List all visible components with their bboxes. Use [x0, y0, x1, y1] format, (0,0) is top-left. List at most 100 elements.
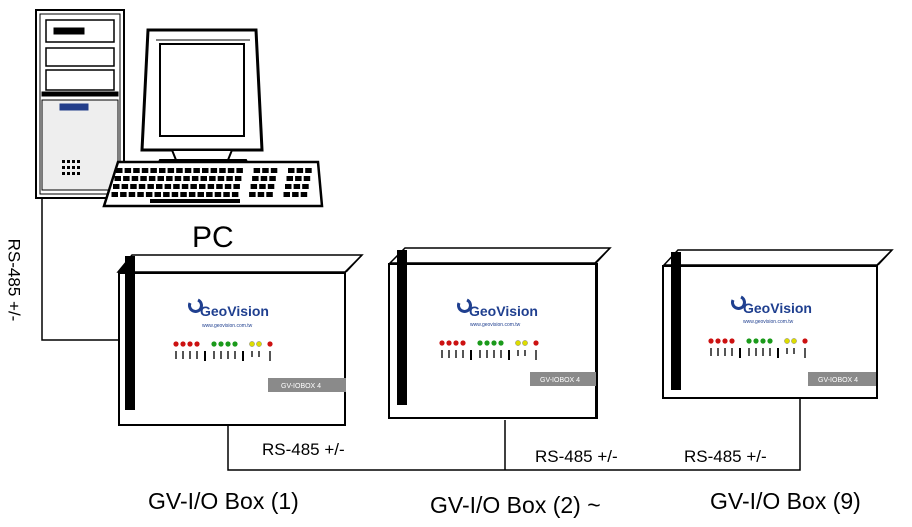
keyboard-key [188, 192, 196, 197]
keyboard-key [111, 192, 118, 197]
keyboard-key [266, 192, 273, 197]
keyboard-key [252, 176, 259, 181]
led-row [173, 341, 273, 361]
keyboard-key [260, 176, 268, 181]
keyboard-key [181, 184, 189, 189]
keyboard-key [116, 168, 123, 173]
keyboard-key [191, 176, 199, 181]
keyboard-key [197, 192, 204, 197]
rs485-wiring [41, 198, 801, 471]
keyboard-key [123, 176, 130, 181]
keyboard-key [180, 192, 187, 197]
keyboard-key [303, 176, 311, 181]
keyboard-key [140, 176, 147, 181]
keyboard-key [137, 192, 144, 197]
keyboard-key [270, 168, 278, 173]
rs485-label-link-1: RS-485 +/- [262, 440, 345, 459]
keyboard-key [285, 184, 292, 189]
keyboard-key [156, 184, 163, 189]
model-label: GV-IOBOX 4 [540, 377, 580, 384]
keyboard-key [121, 184, 129, 189]
keyboard-key [167, 168, 175, 173]
keyboard-key [302, 184, 309, 189]
keyboard-key [250, 184, 258, 189]
keyboard-key [262, 168, 269, 173]
keyboard-key [184, 168, 192, 173]
keyboard-key [224, 184, 232, 189]
keyboard-key [288, 168, 295, 173]
io-box-2-caption: GV-I/O Box (2) ~ [430, 492, 601, 518]
keyboard-key [223, 192, 230, 197]
rs485-label-link-2: RS-485 +/- [535, 447, 618, 466]
keyboard-key [133, 168, 140, 173]
keyboard-key [200, 176, 207, 181]
geovision-logo: GeoVision [731, 295, 812, 316]
geovision-logo: GeoVision [457, 298, 538, 319]
monitor [140, 28, 264, 169]
keyboard-key [193, 168, 200, 173]
io-box-9: GeoVision www.geovision.com.tw GV-IOBOX … [662, 249, 894, 399]
keyboard-key [157, 176, 164, 181]
brand-url: www.geovision.com.tw [470, 322, 521, 328]
keyboard-key [269, 176, 276, 181]
brand-name: GeoVision [743, 300, 812, 316]
keyboard-key [300, 192, 308, 197]
geovision-logo: GeoVision [188, 298, 269, 319]
keyboard-key [267, 184, 275, 189]
led-row [439, 340, 539, 360]
keyboard-key [147, 184, 154, 189]
keyboard-key [231, 192, 239, 197]
keyboard-key [216, 184, 223, 189]
brand-url: www.geovision.com.tw [743, 319, 794, 325]
keyboard-key [166, 176, 173, 181]
keyboard-key [283, 192, 290, 197]
rs485-label-link-3: RS-485 +/- [684, 447, 767, 466]
keyboard-key [226, 176, 233, 181]
keyboard-key [164, 184, 172, 189]
io-box-2: GeoVision www.geovision.com.tw GV-IOBOX … [388, 247, 612, 419]
keyboard-key [214, 192, 222, 197]
keyboard-key [202, 168, 209, 173]
keyboard-key [173, 184, 180, 189]
keyboard-key [163, 192, 170, 197]
keyboard-key [209, 176, 216, 181]
brand-name: GeoVision [200, 303, 269, 319]
keyboard-key [236, 168, 243, 173]
brand-url: www.geovision.com.tw [202, 323, 253, 329]
keyboard-key [227, 168, 235, 173]
keyboard-key [176, 168, 183, 173]
keyboard-key [293, 184, 301, 189]
keyboard-key [128, 192, 136, 197]
model-label: GV-IOBOX 4 [281, 383, 321, 390]
model-label: GV-IOBOX 4 [818, 377, 858, 384]
keyboard-key [145, 192, 153, 197]
keyboard-key [295, 176, 302, 181]
keyboard-key [120, 192, 127, 197]
keyboard-key [171, 192, 179, 197]
keyboard-key [292, 192, 299, 197]
rs485-label-pc: RS-485 +/- [4, 238, 24, 322]
tower-computer [35, 9, 125, 199]
keyboard-key [259, 184, 266, 189]
keyboard-key [233, 184, 240, 189]
keyboard-key [124, 168, 132, 173]
keyboard-key [148, 176, 156, 181]
keyboard-key [141, 168, 149, 173]
keyboard-key [183, 176, 190, 181]
keyboard-key [190, 184, 197, 189]
keyboard-key [234, 176, 242, 181]
keyboard-key [249, 192, 256, 197]
keyboard-key [253, 168, 261, 173]
keyboard-spacebar [150, 199, 240, 203]
keyboard-key [130, 184, 137, 189]
keyboard-key [174, 176, 182, 181]
keyboard-key [305, 168, 312, 173]
keyboard-key [199, 184, 206, 189]
keyboard-key [296, 168, 304, 173]
keyboard-key [210, 168, 218, 173]
keyboard-key [131, 176, 139, 181]
keyboard-key [217, 176, 225, 181]
keyboard [102, 160, 324, 208]
keyboard-key [113, 184, 120, 189]
